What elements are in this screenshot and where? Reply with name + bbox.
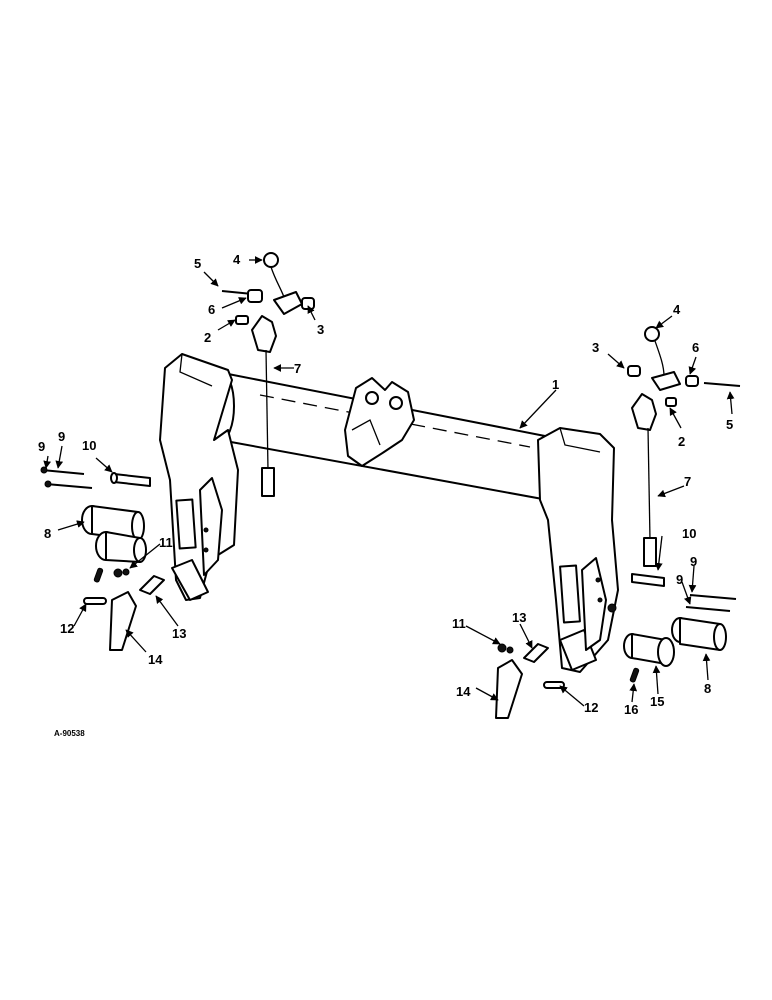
- callout-2-left: 2: [204, 330, 211, 345]
- callout-9-b: 9: [58, 429, 65, 444]
- left-loose-parts: [40, 466, 165, 651]
- quick-hitch-frame: [159, 353, 619, 673]
- callout-16: 16: [624, 702, 638, 717]
- reference-code: A-90538: [54, 729, 85, 738]
- callout-5-left: 5: [194, 256, 201, 271]
- callout-12-right: 12: [584, 700, 598, 715]
- callout-13-left: 13: [172, 626, 186, 641]
- callout-11-left: 11: [159, 535, 173, 550]
- callout-4-left: 4: [233, 252, 241, 267]
- callout-4-right: 4: [673, 302, 681, 317]
- callout-14-left: 14: [148, 652, 163, 667]
- callout-8-right: 8: [704, 681, 711, 696]
- callout-7-right: 7: [684, 474, 691, 489]
- callout-3-left: 3: [317, 322, 324, 337]
- callout-8-left: 8: [44, 526, 51, 541]
- callout-11-right: 11: [452, 616, 466, 631]
- callout-9-d: 9: [676, 572, 683, 587]
- callout-2-right: 2: [678, 434, 685, 449]
- callout-13-right: 13: [512, 610, 526, 625]
- callout-5-right: 5: [726, 417, 733, 432]
- callout-15: 15: [650, 694, 664, 709]
- callout-9-a: 9: [38, 439, 45, 454]
- callout-9-c: 9: [690, 554, 697, 569]
- callout-3-right: 3: [592, 340, 599, 355]
- callout-6-right: 6: [692, 340, 699, 355]
- right-loose-parts: [495, 573, 737, 719]
- callout-6-left: 6: [208, 302, 215, 317]
- left-handle-assembly: [221, 252, 315, 497]
- callouts: 1 2 2 3 3 4 4 5 5 6 6 7 7 8 8 9 9 9 9 10…: [38, 252, 733, 717]
- callout-10-left: 10: [82, 438, 96, 453]
- callout-10-right: 10: [682, 526, 696, 541]
- right-handle-assembly: [627, 326, 741, 567]
- callout-14-right: 14: [456, 684, 471, 699]
- callout-7-left: 7: [294, 361, 301, 376]
- callout-12-left: 12: [60, 621, 74, 636]
- callout-1: 1: [552, 377, 559, 392]
- leader-lines: [43, 256, 735, 707]
